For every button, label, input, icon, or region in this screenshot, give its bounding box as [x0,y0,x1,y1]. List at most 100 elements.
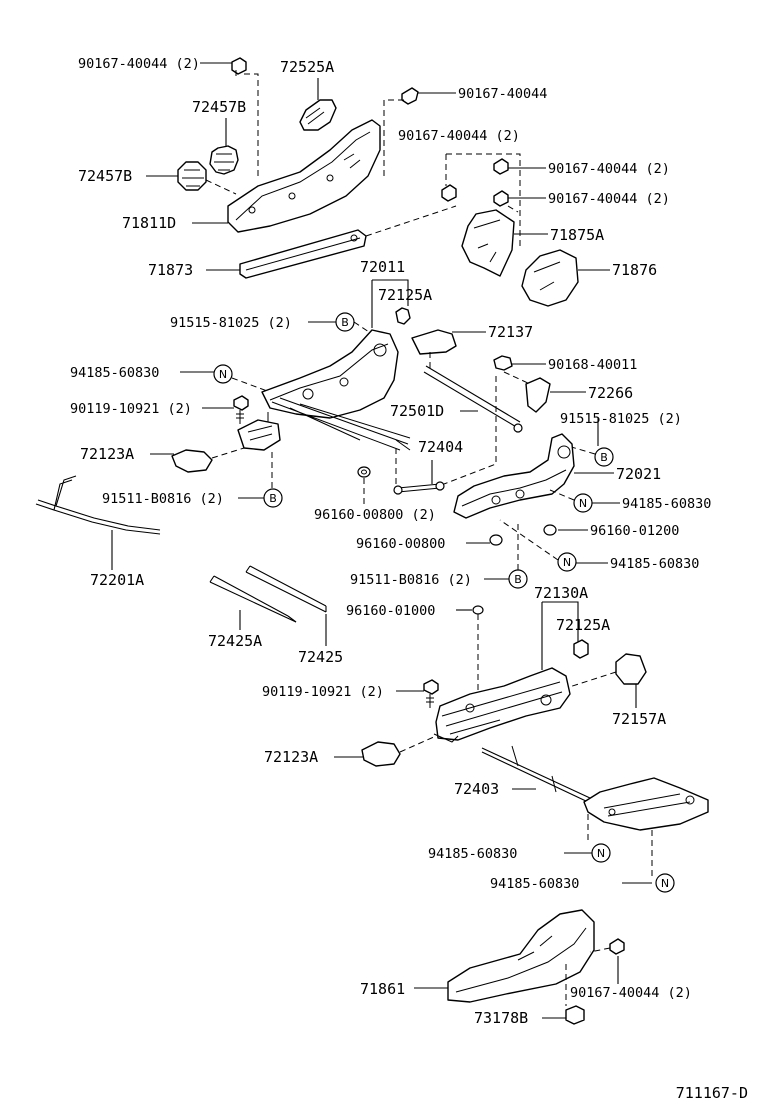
bolt-icon [423,679,439,708]
svg-text:B: B [269,492,277,505]
label-94185-60830: 94185-60830 [610,556,699,572]
label-72123A: 72123A [80,445,134,463]
diagram-code: 711167-D [676,1084,748,1102]
svg-text:B: B [341,316,349,329]
washer-icon [357,466,371,478]
spring-part-72425 [245,565,327,613]
knob-part-72457B-2 [177,161,207,191]
label-91515-81025-2: 91515-81025 (2) [560,411,682,427]
bolt-icon [401,87,419,105]
rod-part-72403 [481,745,591,803]
label-72457B: 72457B [192,98,246,116]
bracket-part-71873 [239,229,367,279]
leader-line [443,376,497,485]
label-90119-10921-2: 90119-10921 (2) [70,401,192,417]
label-72123A: 72123A [264,748,318,766]
callout-b-icon: B [508,569,528,589]
bracket-part-72266 [525,377,551,413]
svg-text:B: B [514,573,522,586]
cover-part-72157A [615,653,647,685]
nut-icon [493,355,513,371]
bracket-part [237,419,281,451]
bolt-icon [493,158,509,175]
label-72403: 72403 [454,780,499,798]
leader-line [371,279,409,328]
label-94185-60830: 94185-60830 [622,496,711,512]
label-72157A: 72157A [612,710,666,728]
label-71873: 71873 [148,261,193,279]
label-90167-40044: 90167-40044 [458,86,547,102]
callout-b-icon: B [594,447,614,467]
bolt-icon [493,190,509,207]
label-72137: 72137 [488,323,533,341]
leader-line [211,447,245,459]
label-71811D: 71811D [122,214,176,232]
leader-line [231,377,271,393]
svg-text:B: B [600,451,608,464]
label-91511-B0816-2: 91511-B0816 (2) [102,491,224,507]
label-71861: 71861 [360,980,405,998]
seat-track-assembly-72130A [433,667,571,743]
label-90167-40044-2: 90167-40044 (2) [548,161,670,177]
svg-text:N: N [597,847,605,860]
cover-part-72123A [171,449,213,473]
label-72501D: 72501D [390,402,444,420]
clip-part-72125A-2 [573,639,589,659]
clip-part-72125A [395,307,411,325]
leader-line [446,153,521,250]
leader-line [383,99,404,180]
leader-line [541,601,579,670]
leader-line [365,205,457,237]
label-94185-60830: 94185-60830 [70,365,159,381]
label-94185-60830: 94185-60830 [490,876,579,892]
clip-part-72525A [299,99,337,131]
label-72457B: 72457B [78,167,132,185]
wire-part-72201A [35,475,161,535]
label-72525A: 72525A [280,58,334,76]
bolt-icon [441,184,457,202]
bolt-icon [233,395,249,424]
label-96160-01000: 96160-01000 [346,603,435,619]
svg-text:N: N [219,368,227,381]
leader-line [549,489,575,501]
label-72404: 72404 [418,438,463,456]
cover-part-71811D [227,119,381,233]
leader-line [503,371,531,385]
washer-icon [543,524,557,536]
label-72201A: 72201A [90,571,144,589]
label-91511-B0816-2: 91511-B0816 (2) [350,572,472,588]
label-90167-40044-2: 90167-40044 (2) [570,985,692,1001]
callout-n-icon: N [655,873,675,893]
callout-n-icon: N [557,552,577,572]
callout-n-icon: N [213,364,233,384]
cover-part-71876 [521,249,579,307]
cover-part-72123A-2 [361,741,401,767]
callout-n-icon: N [573,493,593,513]
washer-icon [489,534,503,546]
leader-line [507,205,519,213]
label-91515-81025-2: 91515-81025 (2) [170,315,292,331]
callout-n-icon: N [591,843,611,863]
callout-b-icon: B [263,488,283,508]
label-72021: 72021 [616,465,661,483]
leader-line [244,73,259,178]
clip-part-73178B [565,1005,585,1025]
leader-line [353,321,373,335]
bolt-icon [231,57,247,76]
cover-part-71875A [461,209,515,277]
label-96160-00800: 96160-00800 [356,536,445,552]
label-72011: 72011 [360,258,405,276]
leader-line [499,519,559,561]
svg-text:N: N [661,877,669,890]
label-72266: 72266 [588,384,633,402]
label-96160-00800-2: 96160-00800 (2) [314,507,436,523]
label-72425A: 72425A [208,632,262,650]
label-90168-40011: 90168-40011 [548,357,637,373]
label-72130A: 72130A [534,584,588,602]
label-72425: 72425 [298,648,343,666]
label-71876: 71876 [612,261,657,279]
callout-b-icon: B [335,312,355,332]
seat-adjuster-assembly-72011 [261,329,411,451]
label-94185-60830: 94185-60830 [428,846,517,862]
washer-icon [472,605,484,615]
